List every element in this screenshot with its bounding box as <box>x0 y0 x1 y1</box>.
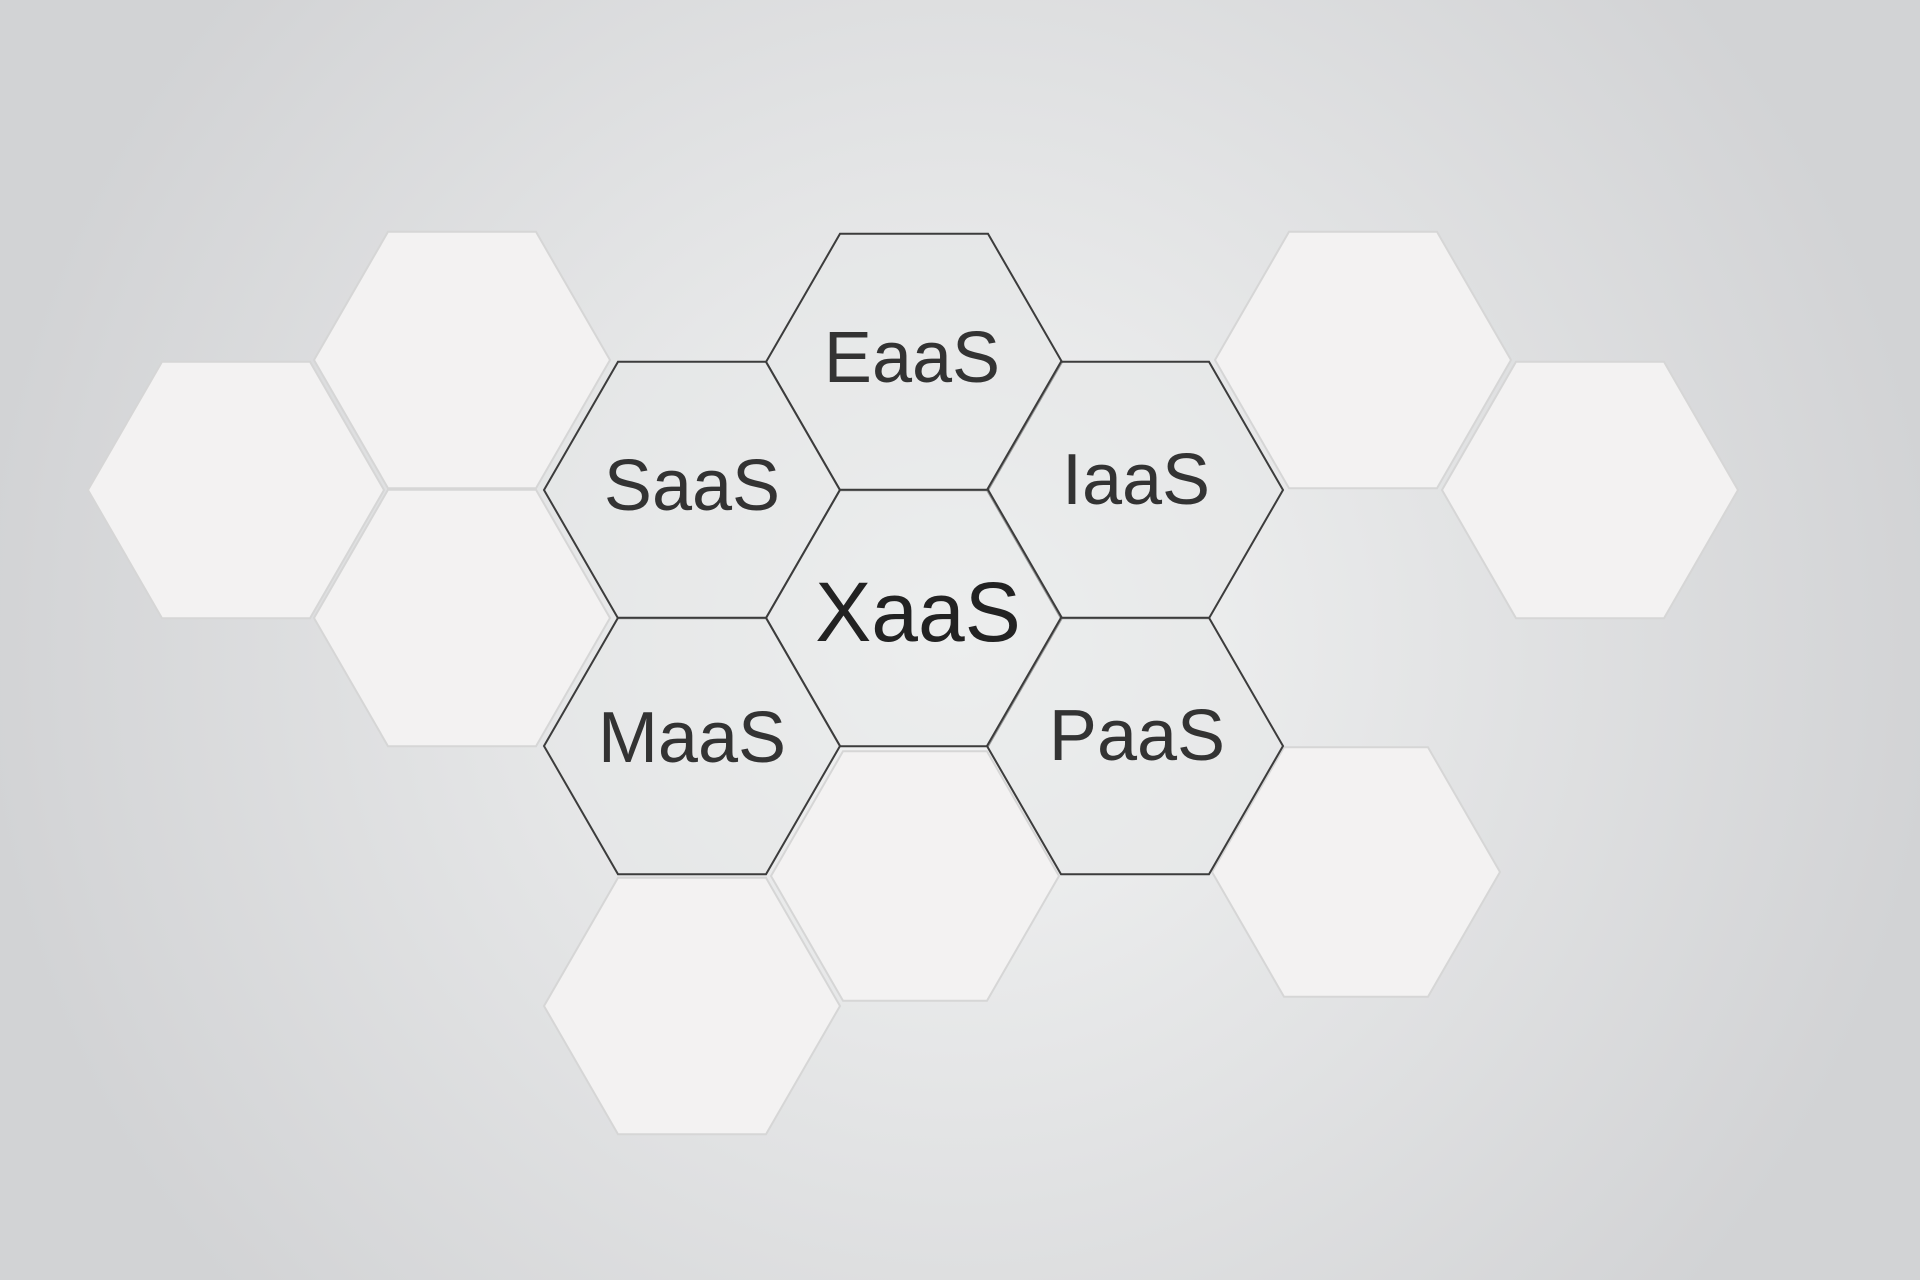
hexagon-paas <box>985 616 1285 876</box>
label-eaas: EaaS <box>824 318 1000 398</box>
blank-hexagon <box>86 360 386 620</box>
blank-hexagon <box>312 488 612 748</box>
service-hexagon-group <box>542 232 1285 876</box>
blank-hexagon <box>1440 360 1740 620</box>
label-saas: SaaS <box>604 446 780 526</box>
blank-hexagon <box>312 230 612 490</box>
blank-hexagon <box>1210 746 1502 998</box>
blank-hexagon <box>542 876 842 1136</box>
blank-hexagon-group <box>86 230 1740 1136</box>
blank-hexagon <box>769 750 1061 1002</box>
blank-hexagon <box>1213 230 1513 490</box>
label-xaas: XaaS <box>815 565 1021 659</box>
label-maas: MaaS <box>598 698 786 778</box>
label-paas: PaaS <box>1049 696 1225 776</box>
label-iaas: IaaS <box>1062 440 1210 520</box>
label-group: EaaS SaaS IaaS XaaS MaaS PaaS <box>598 318 1225 778</box>
hexagon-maas <box>542 616 842 876</box>
